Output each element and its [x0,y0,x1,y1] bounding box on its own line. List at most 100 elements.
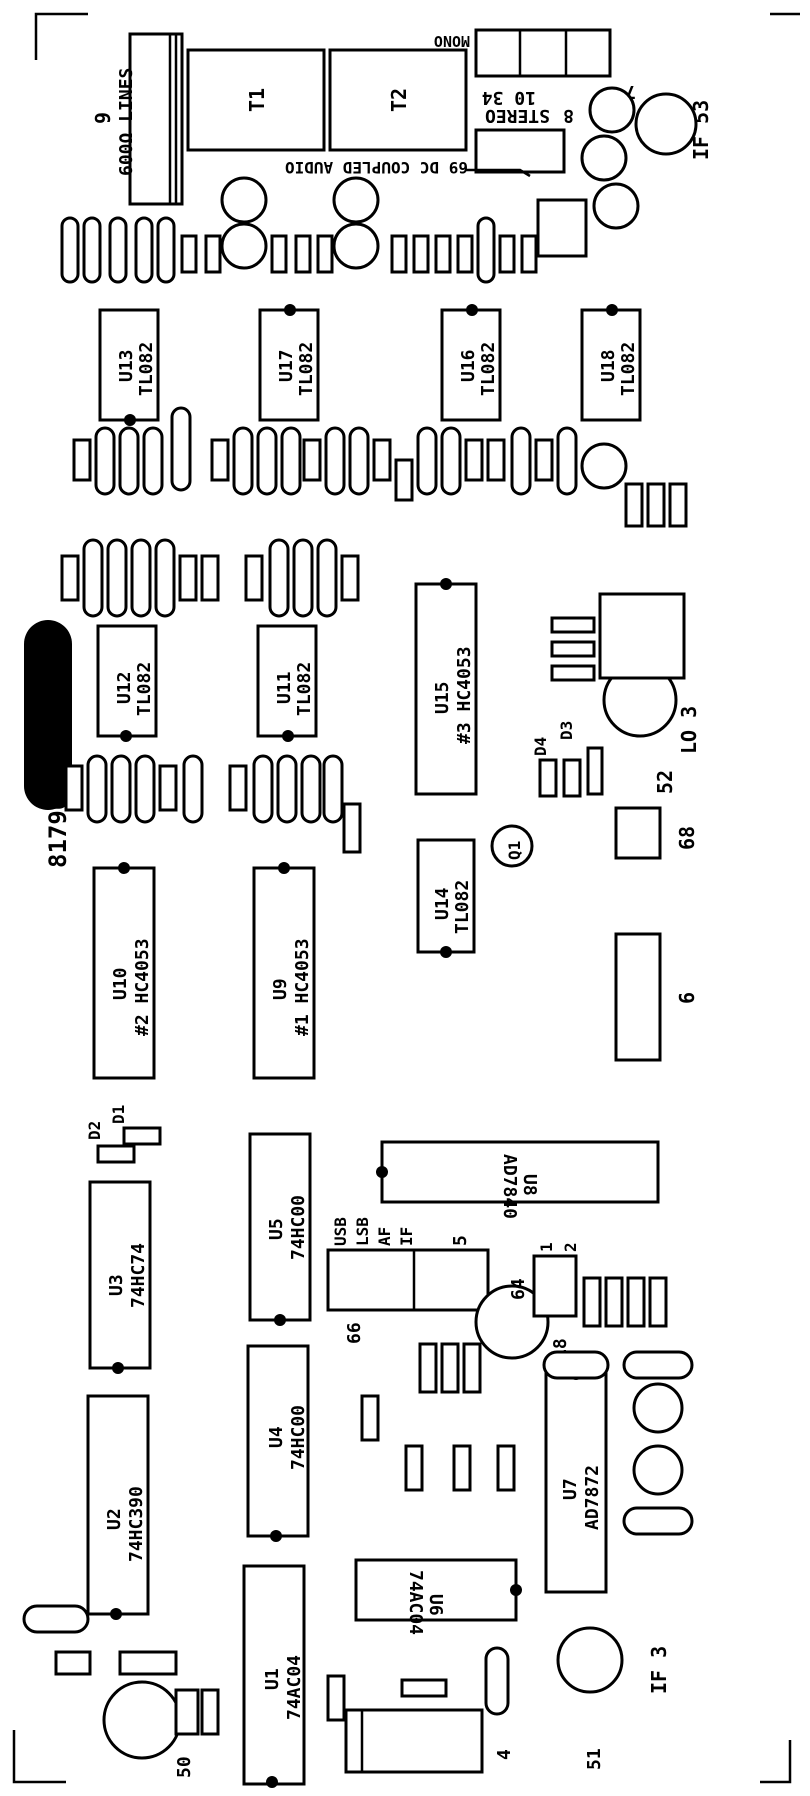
chip-u18: U18 TL082 [580,304,642,422]
u15-part: #3 HC4053 [454,646,475,744]
u1-part: 74AC04 [284,1655,305,1720]
t2-label: T2 [387,88,411,112]
num-1-label: 1 [537,1242,556,1252]
u17-ref: U17 [276,349,297,382]
u15-ref: U15 [432,681,453,714]
num-4-label: 4 [494,1749,515,1760]
u5-part: 74HC00 [288,1195,309,1260]
u3-part: 74HC74 [128,1243,149,1308]
q1-label: Q1 [505,841,524,860]
connector-9: 9 600Ω LINES [91,32,184,206]
corner-marks [12,12,800,1784]
connector-9-label: 9 [91,112,115,124]
u6-ref: U6 [425,1594,446,1616]
num-2-label: 2 [561,1242,580,1252]
u16-ref: U16 [458,349,479,382]
stereo-num-label: 8 [563,105,574,126]
u9-part: #1 HC4053 [292,938,313,1036]
u18-part: TL082 [618,342,639,396]
u11-ref: U11 [274,671,295,704]
chip-u4: U4 74HC00 [246,1344,310,1542]
stereo-pins-label: 10 34 [482,87,536,108]
num-51-label: 51 [584,1748,605,1770]
num-66-label: 66 [344,1322,365,1344]
num-7-label: 7 [625,81,636,102]
chip-u9: U9 #1 HC4053 [252,862,316,1080]
chip-u12: U12 TL082 [96,624,158,742]
chip-u17: U17 TL082 [258,304,320,422]
chip-u16: U16 TL082 [440,304,502,422]
u18-ref: U18 [598,349,619,382]
lo3-label: LO 3 [677,706,701,754]
transformer-t2: T2 [328,48,468,152]
u8-ref: U8 [519,1174,540,1196]
num-68-label: 68 [675,826,699,850]
u16-part: TL082 [478,342,499,396]
chip-u5: U5 74HC00 [248,1132,312,1326]
if-label: IF [397,1227,416,1246]
resistor-row-low [60,538,686,1062]
d4-label: D4 [531,737,550,756]
chip-u7: U7 AD7872 [544,1368,608,1594]
u12-ref: U12 [114,671,135,704]
lines-600-label: 600Ω LINES [116,68,137,176]
u12-part: TL082 [134,662,155,716]
u4-part: 74HC00 [288,1405,309,1470]
u14-ref: U14 [432,887,453,920]
component-64 [474,1284,550,1360]
u2-ref: U2 [104,1508,125,1530]
component-51 [556,1626,624,1694]
switch-block-66: USB LSB AF IF 5 66 [326,1217,490,1344]
u9-ref: U9 [270,978,291,1000]
u1-ref: U1 [262,1668,283,1690]
u17-part: TL082 [296,342,317,396]
component-50 [102,1680,182,1760]
chip-u2: U2 74HC390 [86,1394,150,1620]
resistor-row-mid [72,406,688,528]
t1-label: T1 [245,88,269,112]
u4-ref: U4 [266,1426,287,1448]
u10-ref: U10 [110,967,131,1000]
u6-part: 74AC04 [405,1570,426,1635]
transformer-t1: T1 [186,48,326,152]
usb-label: USB [331,1217,350,1246]
u7-part: AD7872 [582,1465,603,1530]
num-50-label: 50 [174,1756,195,1778]
u13-ref: U13 [116,349,137,382]
upper-capacitors [220,86,698,738]
u13-part: TL082 [136,342,157,396]
num-5-label: 5 [450,1235,471,1246]
u3-ref: U3 [106,1274,127,1296]
num-52-label: 52 [653,770,677,794]
u5-ref: U5 [266,1218,287,1240]
stereo-label: STEREO [485,105,550,126]
d3-label: D3 [557,721,576,740]
chip-u8: U8 AD7840 [376,1140,660,1219]
chip-u6: U6 74AC04 [354,1558,522,1635]
chip-u13: U13 TL082 [98,308,160,426]
d1-label: D1 [109,1105,128,1124]
chip-u15: U15 #3 HC4053 [414,578,478,796]
u8-part: AD7840 [499,1154,520,1219]
if3-label: IF 3 [647,1646,671,1694]
lsb-label: LSB [353,1217,372,1246]
chip-u3: U3 74HC74 [88,1180,152,1374]
u10-part: #2 HC4053 [132,938,153,1036]
mono-label: MONO [434,32,470,50]
chip-u11: U11 TL082 [256,624,318,742]
u2-part: 74HC390 [126,1486,147,1562]
af-label: AF [375,1227,394,1246]
resistor-row-top [60,198,588,284]
transistor-q1 [490,824,534,868]
chip-u14: U14 TL082 [416,838,476,958]
mono-connector: MONO 10 34 7 [434,28,636,108]
dc-coupled-label: 69 DC COUPLED AUDIO [285,158,468,177]
d2-label: D2 [85,1121,104,1140]
u11-part: TL082 [294,662,315,716]
chip-u10: U10 #2 HC4053 [92,862,156,1080]
chip-u1: U1 74AC04 [242,1564,306,1788]
num-6-label: 6 [675,992,699,1004]
u7-ref: U7 [560,1478,581,1500]
u14-part: TL082 [452,880,473,934]
